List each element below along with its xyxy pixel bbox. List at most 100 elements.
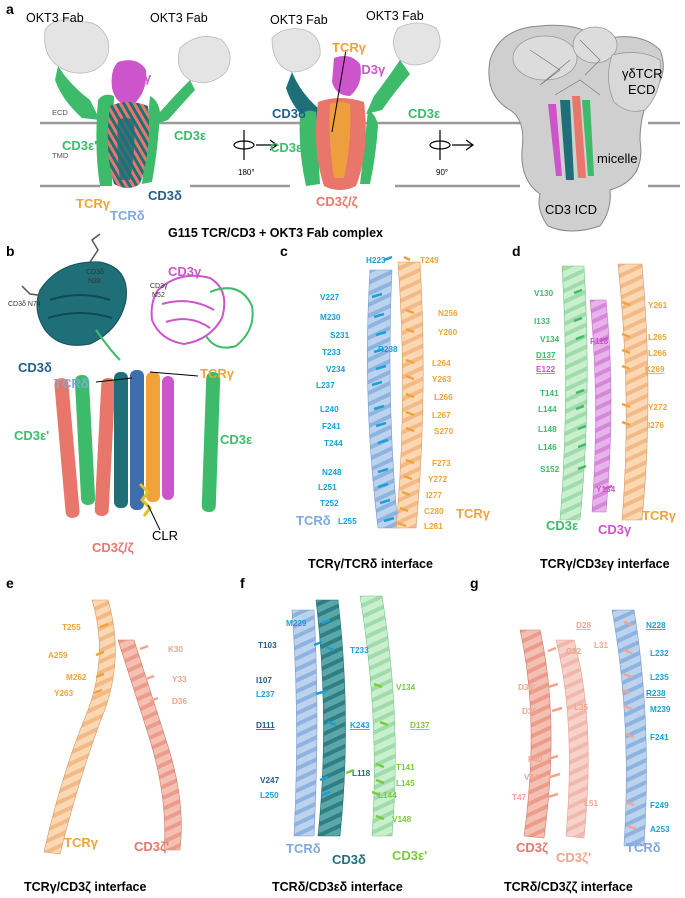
panel-letter-e: e [6, 575, 14, 591]
residue-label: C32 [566, 647, 581, 656]
residue-label: L35 [574, 703, 589, 712]
residue-label: L235 [650, 673, 669, 682]
side-chain-stick [321, 790, 331, 797]
side-chain-stick [95, 650, 105, 657]
panel-b: b [6, 233, 254, 555]
side-chain-stick [319, 775, 329, 782]
label-okt3-fab-1: OKT3 Fab [26, 11, 84, 25]
residue-label: L265 [648, 333, 667, 342]
residue-label: S270 [434, 427, 454, 436]
residue-label: T249 [420, 256, 439, 265]
residue-label: V44 [524, 773, 539, 782]
side-chain-stick [373, 682, 383, 689]
side-chain-stick [397, 521, 407, 528]
panel-a: a OKT3 Fab OKT3 Fab CD3γ ECD TMD CD3ε' [6, 1, 680, 240]
side-chain-stick [383, 516, 395, 523]
side-chain-stick [377, 467, 389, 474]
label-tcrd-f: TCRδ [286, 841, 321, 856]
label-cd3e-a3: CD3ε [270, 140, 302, 155]
residue-label: V134 [396, 683, 416, 692]
side-chain-stick [577, 442, 587, 449]
side-chain-stick [377, 438, 389, 445]
residue-label: F273 [432, 459, 451, 468]
side-chain-stick [575, 334, 585, 341]
residue-labels-tcrd-c: H223V227M230S231T233V234L237L240F241T244… [316, 255, 395, 526]
residue-label: V234 [326, 365, 346, 374]
label-tmd: TMD [52, 151, 69, 160]
residue-label: L240 [320, 405, 339, 414]
side-chain-stick [551, 706, 563, 713]
residue-label: D36 [522, 707, 537, 716]
helix-cd3d-f [315, 599, 346, 837]
residue-label: T141 [396, 763, 415, 772]
side-chain-stick [321, 618, 331, 625]
residue-label: L281 [424, 522, 443, 531]
side-chain-stick [373, 404, 385, 411]
side-chain-stick [325, 645, 335, 652]
helix-cd3e-f [359, 595, 396, 837]
rotate-icon-1 [233, 130, 279, 160]
label-cd3z-g: CD3ζ [516, 840, 548, 855]
caption-a: G115 TCR/CD3 + OKT3 Fab complex [168, 226, 383, 240]
label-ecd: ECD [52, 108, 68, 117]
side-chain-stick [621, 300, 631, 307]
label-clr: CLR [152, 528, 178, 543]
residue-label: Y263 [432, 375, 452, 384]
side-chain-stick [405, 358, 415, 365]
residue-label: D36' [518, 683, 535, 692]
panel-d: d V130I133V134D137E122T141L144L148L146S1… [512, 243, 677, 571]
residue-label: D137 [536, 351, 556, 360]
label-cd3e-d: CD3ε [546, 518, 578, 533]
label-gd-ecd-2: ECD [628, 82, 655, 97]
label-cd3e-b: CD3ε [220, 432, 252, 447]
residue-label: Y33 [172, 675, 187, 684]
residue-label: M239 [650, 705, 671, 714]
residue-label: E122 [536, 365, 556, 374]
residue-label: V134 [540, 335, 560, 344]
residue-label: D137 [410, 721, 430, 730]
residue-label: C280 [424, 507, 444, 516]
side-chain-stick [573, 288, 583, 295]
label-rotation-180: 180° [238, 168, 255, 177]
label-tcrd-g: TCRδ [626, 840, 661, 855]
panel-letter-b: b [6, 243, 15, 259]
label-tcrg-a1: TCRγ [76, 196, 111, 211]
residue-label: N228 [646, 621, 666, 630]
label-cd3d-a1: CD3δ [148, 188, 182, 203]
helix-cd3z-e [117, 639, 182, 851]
side-chain-stick [575, 404, 585, 411]
side-chain-stick [327, 720, 337, 727]
residue-label: L264 [432, 359, 451, 368]
label-micelle: micelle [597, 151, 637, 166]
side-chain-stick [623, 672, 633, 679]
panel-letter-f: f [240, 575, 245, 591]
residue-label: F241 [322, 422, 341, 431]
panel-letter-c: c [280, 243, 288, 259]
residue-label: T47 [512, 793, 527, 802]
label-cd3d-n74: CD3δ N74 [8, 301, 41, 308]
side-chain-stick [623, 704, 633, 711]
side-chain-stick [139, 644, 149, 651]
caption-d: TCRγ/CD3εγ interface [540, 557, 670, 571]
side-chain-stick [623, 648, 633, 655]
label-cd3ep-b: CD3ε' [14, 428, 49, 443]
side-chain-stick [383, 255, 393, 262]
residue-label: L118 [352, 769, 371, 778]
label-tcrg-b: TCRγ [200, 366, 235, 381]
caption-f: TCRδ/CD3εδ interface [272, 880, 403, 894]
residue-label: L237 [316, 381, 335, 390]
panel-letter-d: d [512, 243, 521, 259]
residue-label: T233 [322, 348, 341, 357]
residue-label: N248 [322, 468, 342, 477]
side-chain-stick [577, 424, 587, 431]
side-chain-stick [621, 332, 631, 339]
side-chain-stick [405, 374, 415, 381]
residue-labels-tcrg-c: T249N256Y260L264Y263L266L267S270F273Y272… [397, 255, 458, 531]
side-chain-stick [403, 474, 413, 481]
residue-label: L144 [378, 791, 397, 800]
